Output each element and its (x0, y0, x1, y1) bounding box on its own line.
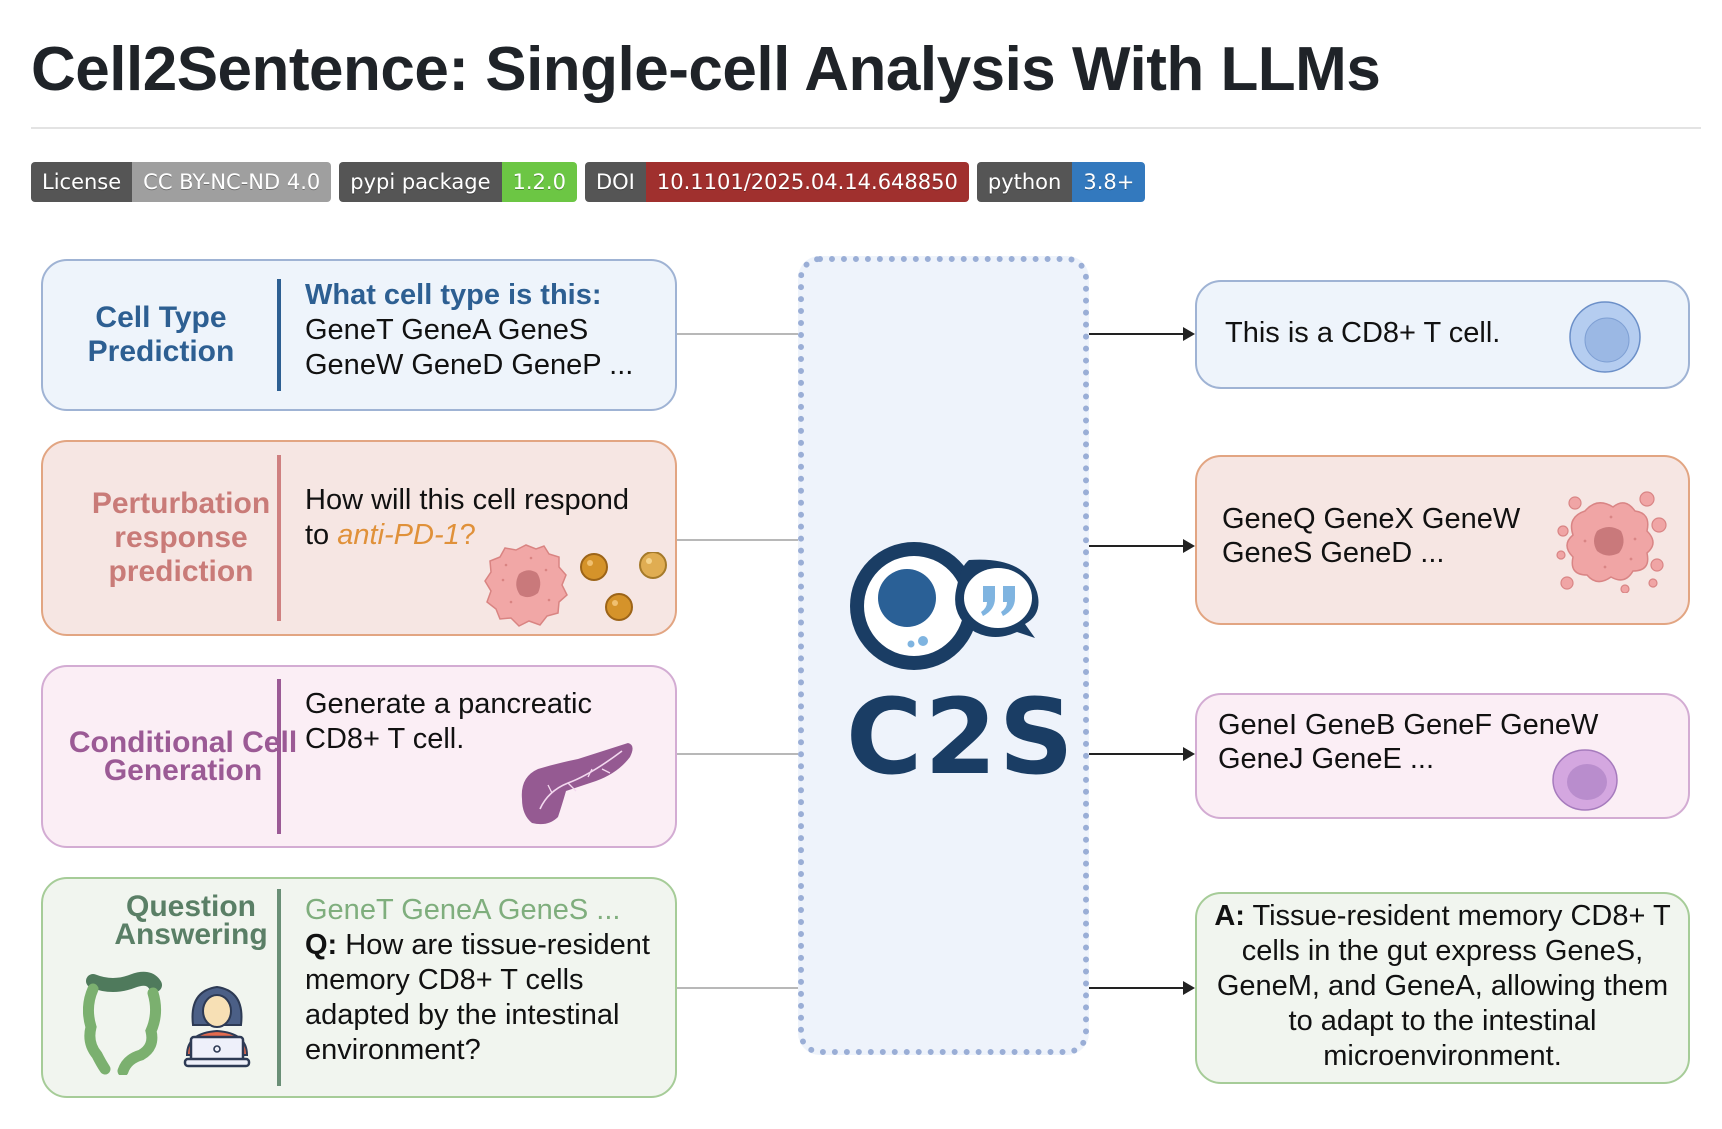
prompt-line: GeneW GeneD GeneP ... (305, 349, 634, 381)
prompt-suffix: ? (459, 519, 476, 551)
output-line: GeneJ GeneE ... (1218, 743, 1435, 775)
antibody-particles-icon (580, 552, 667, 621)
output-arrow (1089, 747, 1195, 761)
title-divider (31, 127, 1701, 129)
badge-row: License CC BY-NC-ND 4.0 pypi package 1.2… (31, 162, 1146, 202)
pypi-badge[interactable]: pypi package 1.2.0 (339, 162, 577, 202)
output-card-perturbation: GeneQ GeneX GeneW GeneS GeneD ... (1195, 455, 1690, 625)
question-body: How are tissue-resident memory CD8+ T ce… (305, 929, 650, 1066)
badge-value: CC BY-NC-ND 4.0 (132, 162, 332, 202)
c2s-logo-text: C2S (846, 676, 1076, 798)
badge-value: 3.8+ (1072, 162, 1146, 202)
c2s-logo-icon (850, 542, 1039, 670)
output-text: This is a CD8+ T cell. (1225, 317, 1501, 349)
prompt-line: How will this cell respond (305, 484, 629, 516)
task-card-perturbation: Perturbation response prediction How wil… (41, 440, 677, 636)
task-prompt: How will this cell respond to anti-PD-1? (305, 483, 661, 553)
prompt-to: to (305, 519, 338, 551)
badge-label: pypi package (339, 162, 502, 202)
badge-label: python (976, 162, 1073, 202)
prompt-line: CD8+ T cell. (305, 723, 465, 755)
prompt-line: GeneT GeneA GeneS (305, 314, 589, 346)
doi-badge[interactable]: DOI 10.1101/2025.04.14.648850 (584, 162, 969, 202)
output-line: GeneI GeneB GeneF GeneW (1218, 709, 1599, 741)
task-prompt: Generate a pancreatic CD8+ T cell. (305, 687, 661, 757)
task-label: Cell Type Prediction (87, 301, 235, 368)
answer-body: Tissue-resident memory CD8+ T cells in t… (1216, 900, 1671, 1072)
answer-prefix: A: (1214, 900, 1245, 932)
task-label: Perturbation response prediction (91, 487, 271, 588)
card-divider (277, 679, 281, 834)
input-connector (677, 987, 798, 989)
output-line: GeneQ GeneX GeneW (1222, 503, 1521, 535)
prompt-line: to anti-PD-1? (305, 518, 661, 553)
question-prefix: Q: (305, 929, 338, 961)
badge-label: License (31, 162, 133, 202)
license-badge[interactable]: License CC BY-NC-ND 4.0 (31, 162, 332, 202)
tumor-cell-icon (484, 544, 568, 627)
tumor-cell-icon (1556, 491, 1667, 593)
pancreas-icon (521, 743, 633, 825)
prompt-genes: GeneT GeneA GeneS ... (305, 894, 621, 926)
output-card-cell-type: This is a CD8+ T cell. (1195, 280, 1690, 389)
input-connector (677, 753, 798, 755)
badge-value: 1.2.0 (501, 162, 577, 202)
card-divider (277, 279, 281, 391)
card-divider (277, 889, 281, 1086)
task-card-cell-type-prediction: Cell Type Prediction What cell type is t… (41, 259, 677, 411)
answer-text: A: Tissue-resident memory CD8+ T cells i… (1209, 899, 1676, 1074)
output-card-generation: GeneI GeneB GeneF GeneW GeneJ GeneE ... (1195, 693, 1690, 819)
t-cell-icon (1569, 301, 1641, 373)
task-card-question-answering: Question Answering GeneT GeneA GeneS ...… (41, 877, 677, 1098)
output-card-answer: A: Tissue-resident memory CD8+ T cells i… (1195, 892, 1690, 1084)
task-prompt: What cell type is this: GeneT GeneA Gene… (305, 278, 661, 383)
prompt-line: Generate a pancreatic (305, 688, 592, 720)
prompt-heading: What cell type is this: (305, 279, 602, 311)
task-prompt: GeneT GeneA GeneS ... Q: How are tissue-… (305, 893, 661, 1068)
output-arrow (1089, 981, 1195, 995)
output-text: GeneI GeneB GeneF GeneW GeneJ GeneE ... (1218, 708, 1598, 776)
person-laptop-icon (183, 985, 251, 1068)
python-badge[interactable]: python 3.8+ (976, 162, 1146, 202)
input-connector (677, 333, 798, 335)
output-text: GeneQ GeneX GeneW GeneS GeneD ... (1222, 502, 1520, 570)
intestine-icon (83, 971, 162, 1075)
generated-cell-icon (1552, 749, 1618, 811)
output-arrow (1089, 327, 1195, 341)
drug-name: anti-PD-1 (337, 519, 460, 551)
task-label: Conditional Cell Generation (68, 725, 298, 787)
output-line: GeneS GeneD ... (1222, 537, 1445, 569)
page-title: Cell2Sentence: Single-cell Analysis With… (31, 35, 1381, 104)
badge-label: DOI (584, 162, 646, 202)
task-label: Question Answering (114, 890, 268, 951)
input-connector (677, 539, 798, 541)
task-card-conditional-generation: Conditional Cell Generation Generate a p… (41, 665, 677, 848)
output-arrow (1089, 539, 1195, 553)
question-text: Q: How are tissue-resident memory CD8+ T… (305, 928, 661, 1068)
badge-value: 10.1101/2025.04.14.648850 (645, 162, 969, 202)
card-divider (277, 455, 281, 621)
